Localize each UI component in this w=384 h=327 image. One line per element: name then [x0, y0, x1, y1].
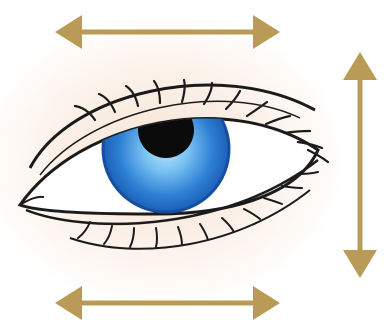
iris-group [103, 86, 229, 212]
arrow-bottom-icon [55, 286, 280, 320]
arrow-top-icon [55, 15, 280, 49]
arrow-right-vertical-icon [343, 52, 377, 278]
